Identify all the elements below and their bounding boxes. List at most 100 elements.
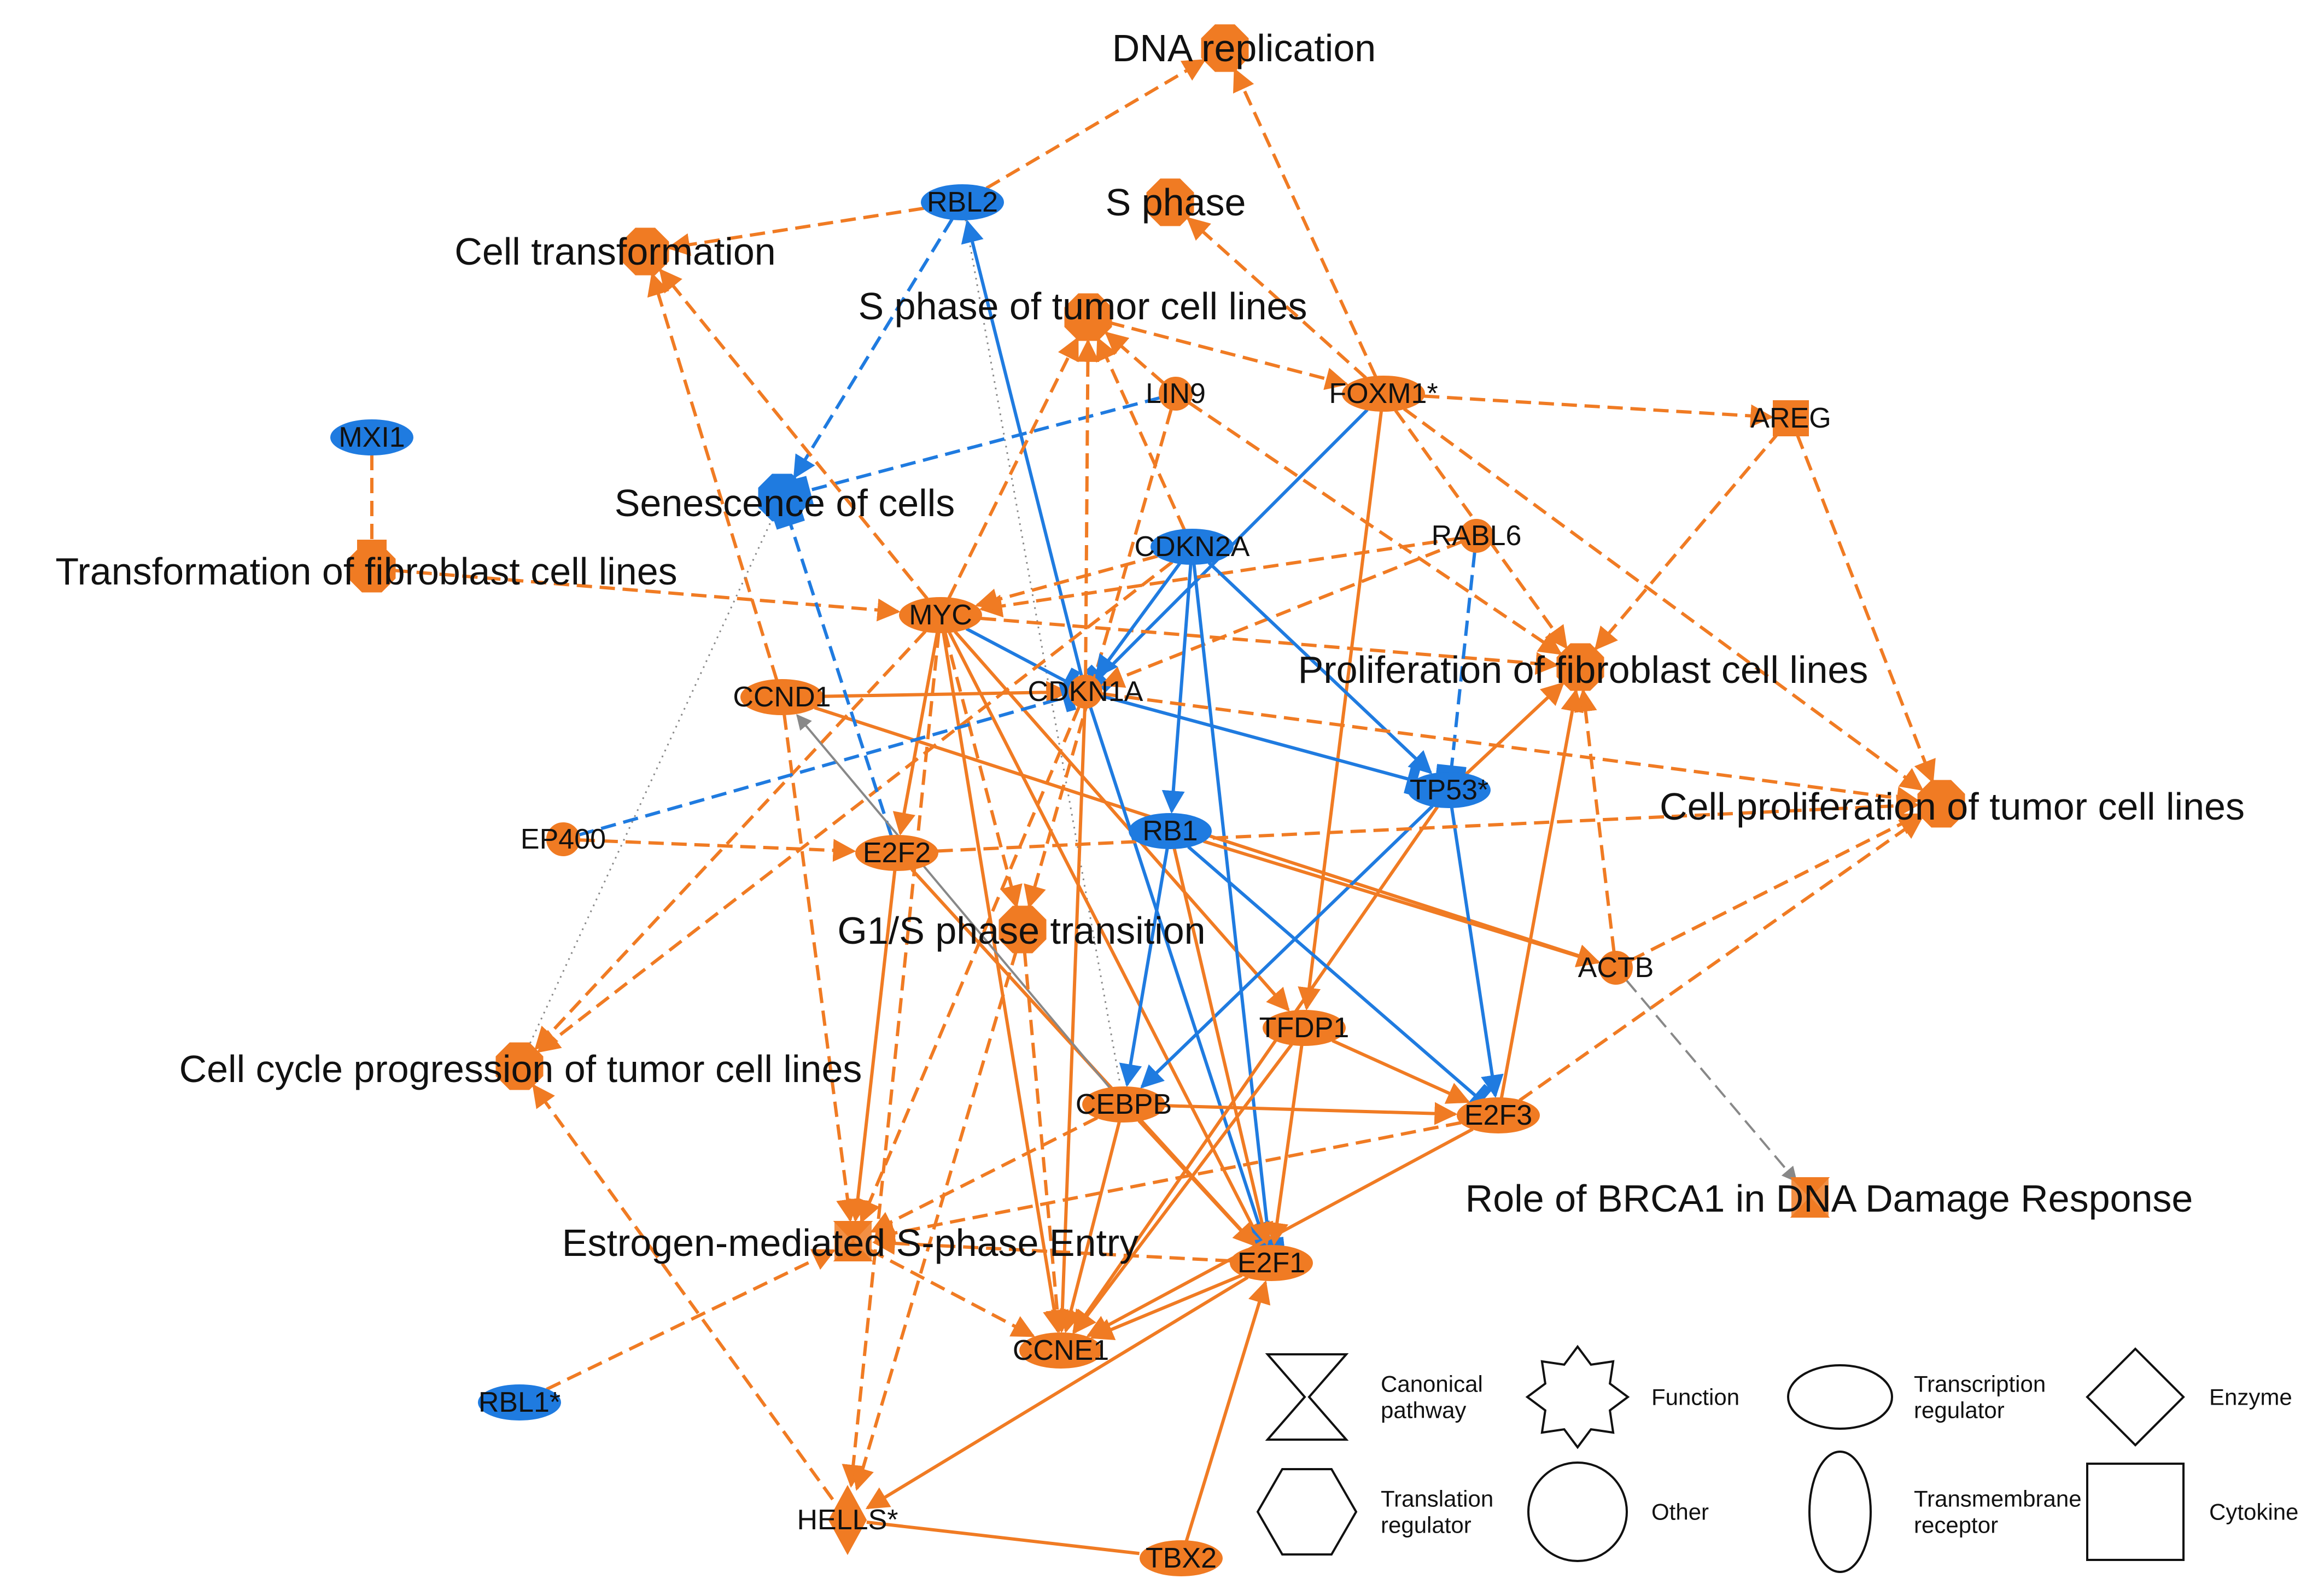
- edge-g1s-ccne1: [1023, 951, 1069, 1334]
- edge-e2f1-hells: [865, 1276, 1249, 1510]
- edge-myc-s_phase_tumor: [947, 336, 1079, 599]
- edge-cebpb-ccnd1: [796, 714, 1111, 1089]
- edge-myc-ccne1: [942, 632, 1066, 1334]
- node-hells[interactable]: HELLS*: [797, 1484, 898, 1556]
- legend-label-translation_regulator-0: Translation: [1381, 1486, 1493, 1512]
- node-cell_prolif_tumor[interactable]: Cell proliferation of tumor cell lines: [1660, 780, 2245, 828]
- edge-cebpb-e2f1: [1137, 1119, 1257, 1247]
- node-g1s[interactable]: G1/S phase transition: [837, 905, 1206, 954]
- node-label-cdkn2a: CDKN2A: [1135, 531, 1250, 563]
- node-prolif_fibro[interactable]: Proliferation of fibroblast cell lines: [1298, 643, 1868, 692]
- node-label-e2f2: E2F2: [863, 837, 931, 869]
- edge-senescence-cell_cycle_tumor: [529, 517, 774, 1045]
- edge-cdkn2a-cell_cycle_tumor: [536, 560, 1173, 1053]
- node-tfdp1[interactable]: TFDP1: [1259, 1010, 1350, 1046]
- node-cdkn2a[interactable]: CDKN2A: [1135, 529, 1250, 565]
- node-s_phase_tumor[interactable]: S phase of tumor cell lines: [859, 285, 1307, 341]
- node-myc[interactable]: MYC: [899, 597, 982, 633]
- edge-cdkn2a-cdkn1a: [1095, 562, 1181, 679]
- edge-cdkn2a-tp53: [1207, 561, 1433, 774]
- node-dna_replication[interactable]: DNA replication: [1112, 24, 1376, 72]
- legend-label-enzyme: Enzyme: [2209, 1384, 2292, 1410]
- edge-foxm1-tfdp1: [1298, 411, 1383, 1011]
- edge-foxm1-areg: [1424, 394, 1774, 428]
- node-label-ep400: EP400: [521, 823, 606, 855]
- edge-ep400-cdkn1a: [579, 681, 1077, 837]
- legend-item-function: Function: [1525, 1344, 1739, 1449]
- legend-label-transmembrane_receptor-0: Transmembrane: [1914, 1486, 2082, 1512]
- edge-cebpb-e2f3: [1164, 1102, 1458, 1125]
- edge-tfdp1-e2f3: [1332, 1039, 1470, 1104]
- node-tp53[interactable]: TP53*: [1408, 772, 1491, 808]
- node-e2f1[interactable]: E2F1: [1230, 1245, 1313, 1281]
- node-senescence[interactable]: Senescence of cells: [615, 473, 955, 525]
- node-label-cdkn1a: CDKN1A: [1028, 676, 1143, 708]
- legend-label-transmembrane_receptor-1: receptor: [1914, 1512, 1998, 1538]
- node-foxm1[interactable]: FOXM1*: [1329, 376, 1438, 412]
- node-label-mxi1: MXI1: [338, 422, 405, 453]
- edge-myc-cell_transformation: [659, 268, 929, 600]
- node-cell_transformation[interactable]: Cell transformation: [454, 227, 776, 276]
- node-estrogen[interactable]: Estrogen-mediated S-phase Entry: [562, 1221, 1138, 1264]
- node-label-areg: AREG: [1750, 402, 1831, 434]
- node-mxi1[interactable]: MXI1: [330, 419, 413, 455]
- edge-tp53-prolif_fibro: [1465, 682, 1564, 776]
- node-transformation_fibro[interactable]: Transformation of fibroblast cell lines: [55, 545, 678, 593]
- edge-e2f1-estrogen: [872, 1232, 1231, 1263]
- edge-foxm1-s_phase: [1186, 217, 1367, 379]
- edge-myc-prolif_fibro: [980, 616, 1559, 675]
- node-cdkn1a[interactable]: CDKN1A: [1028, 675, 1143, 709]
- edge-transformation_fibro-myc: [393, 569, 901, 622]
- edge-cebpb-estrogen: [870, 1116, 1098, 1233]
- node-ccne1[interactable]: CCNE1: [1013, 1332, 1109, 1369]
- legend-item-other: Other: [1527, 1461, 1709, 1562]
- edge-e2f2-senescence: [774, 511, 893, 837]
- node-ccnd1[interactable]: CCND1: [733, 679, 831, 715]
- node-label-transformation_fibro: Transformation of fibroblast cell lines: [55, 550, 677, 593]
- edge-cdkn1a-ccne1: [1050, 708, 1087, 1334]
- node-label-ccne1: CCNE1: [1013, 1335, 1109, 1366]
- node-label-cell_prolif_tumor: Cell proliferation of tumor cell lines: [1660, 785, 2245, 828]
- node-cebpb[interactable]: CEBPB: [1076, 1086, 1172, 1123]
- node-rbl2[interactable]: RBL2: [921, 184, 1004, 220]
- edge-cdkn1a-e2f1: [1089, 706, 1270, 1246]
- legend-label-canonical_pathway-1: pathway: [1381, 1398, 1466, 1423]
- node-actb[interactable]: ACTB: [1578, 951, 1654, 985]
- edge-cdkn2a-e2f1: [1192, 564, 1284, 1250]
- node-brca1[interactable]: Role of BRCA1 in DNA Damage Response: [1465, 1177, 2193, 1220]
- node-e2f2[interactable]: E2F2: [855, 835, 938, 871]
- edge-tp53-cebpb: [1140, 805, 1434, 1089]
- node-areg[interactable]: AREG: [1750, 400, 1831, 436]
- legend-label-function: Function: [1651, 1384, 1739, 1410]
- vertical-ellipse-icon: [1808, 1451, 1872, 1573]
- node-rb1[interactable]: RB1: [1129, 813, 1212, 849]
- edge-rbl2-cell_transformation: [667, 206, 924, 256]
- edge-estrogen-ccne1: [869, 1248, 1035, 1337]
- node-e2f3[interactable]: E2F3: [1457, 1097, 1540, 1133]
- edge-hells-cell_cycle_tumor: [532, 1084, 834, 1501]
- node-cell_cycle_tumor[interactable]: Cell cycle progression of tumor cell lin…: [179, 1042, 862, 1091]
- node-ep400[interactable]: EP400: [521, 822, 606, 856]
- edge-rabl6-cdkn1a: [1100, 540, 1462, 688]
- edge-lin9-s_phase_tumor: [1104, 331, 1165, 384]
- node-tbx2[interactable]: TBX2: [1140, 1540, 1223, 1576]
- node-label-tbx2: TBX2: [1146, 1542, 1217, 1574]
- node-rbl1[interactable]: RBL1*: [478, 1384, 561, 1420]
- edge-lin9-senescence: [796, 396, 1160, 507]
- edge-foxm1-dna_replication: [1233, 68, 1377, 377]
- ellipse-icon: [1787, 1364, 1893, 1430]
- node-lin9[interactable]: LIN9: [1146, 377, 1206, 411]
- legend-item-enzyme: Enzyme: [2086, 1347, 2292, 1447]
- node-label-tp53: TP53*: [1410, 774, 1489, 806]
- node-label-e2f1: E2F1: [1237, 1247, 1305, 1279]
- node-label-rabl6: RABL6: [1432, 520, 1522, 552]
- edge-myc-cdkn1a: [965, 627, 1081, 699]
- edge-ccnd1-cdkn1a: [822, 681, 1070, 704]
- node-rabl6[interactable]: RABL6: [1432, 519, 1522, 553]
- legend-label-transcription_regulator-0: Transcription: [1914, 1371, 2046, 1397]
- edge-rb1-cebpb: [1119, 848, 1169, 1088]
- node-s_phase[interactable]: S phase: [1106, 178, 1246, 226]
